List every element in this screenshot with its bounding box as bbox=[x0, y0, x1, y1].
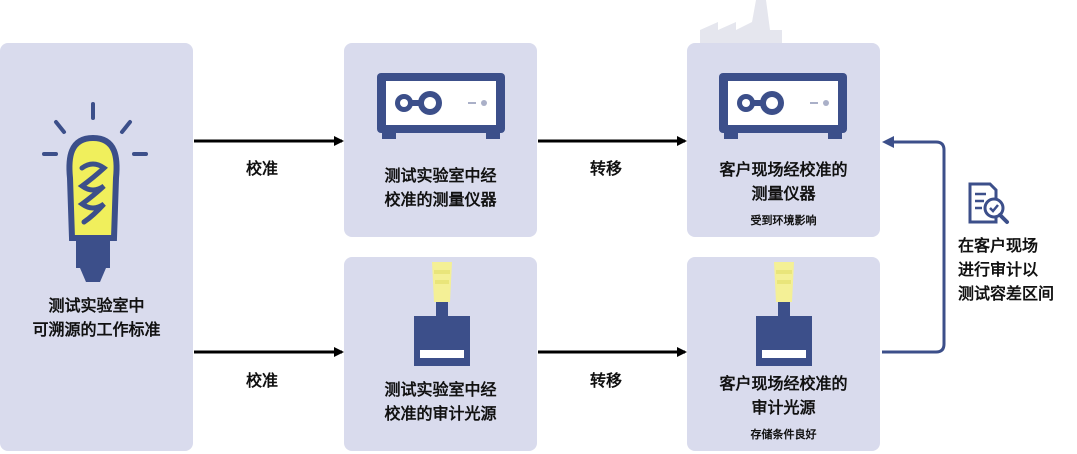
lightbulb-icon bbox=[42, 102, 148, 282]
calibrate-label-bottom: 校准 bbox=[246, 371, 279, 390]
measuring-instrument-icon bbox=[719, 73, 847, 139]
site-light-label: 客户现场经校准的 审计光源 bbox=[719, 374, 848, 417]
audit-label: 在客户现场 进行审计以 测试容差区间 bbox=[958, 236, 1055, 303]
light-source-icon bbox=[756, 262, 812, 366]
site-instrument-note: 受到环境影响 bbox=[750, 214, 817, 227]
light-source-icon bbox=[414, 262, 470, 366]
lab-light-label: 测试实验室中经 校准的审计光源 bbox=[384, 380, 497, 423]
site-instrument-label: 客户现场经校准的 测量仪器 bbox=[719, 160, 848, 203]
audit-return-arrow bbox=[882, 136, 946, 354]
measuring-instrument-icon bbox=[377, 73, 505, 139]
audit-document-icon bbox=[968, 182, 1009, 224]
transfer-label-top: 转移 bbox=[590, 159, 623, 178]
working-standard-label: 测试实验室中 可溯源的工作标准 bbox=[32, 296, 161, 339]
calibrate-label-top: 校准 bbox=[246, 159, 279, 178]
site-light-note: 存储条件良好 bbox=[750, 428, 817, 441]
transfer-label-bottom: 转移 bbox=[590, 371, 623, 390]
lab-instrument-label: 测试实验室中经 校准的测量仪器 bbox=[384, 166, 497, 209]
